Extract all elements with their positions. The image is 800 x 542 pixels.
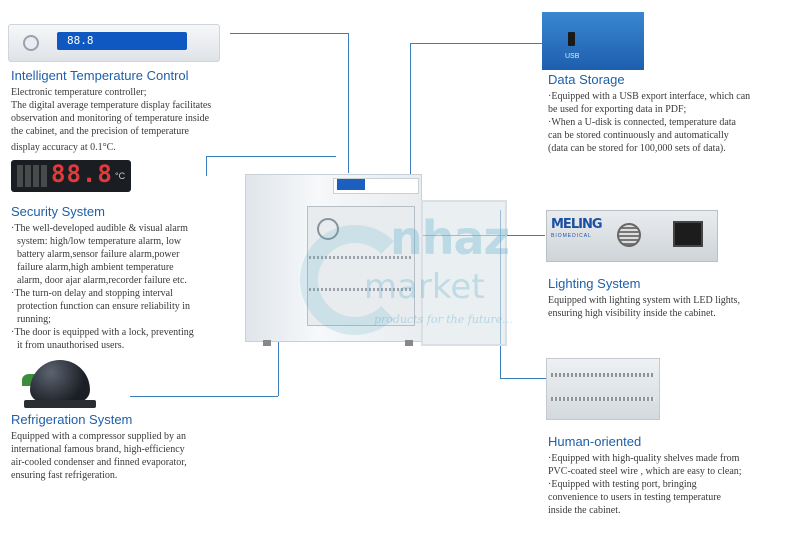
display-unit: °C	[115, 171, 126, 181]
foot	[263, 340, 271, 346]
top-display	[337, 179, 365, 190]
text-line: ensuring fast refrigeration.	[11, 470, 118, 481]
lighting-panel-image: MELING BIOMEDICAL	[546, 210, 718, 262]
text-line: Electronic temperature controller;	[11, 87, 147, 98]
keypad-icon	[17, 165, 47, 187]
text-line: Equipped with a compressor supplied by a…	[11, 431, 186, 442]
brand-logo: MELING	[551, 217, 602, 232]
text-line: ·Equipped with high-quality shelves made…	[548, 453, 740, 464]
section-body: Equipped with a compressor supplied by a…	[11, 430, 231, 482]
text-line: battery alarm,sensor failure alarm,power	[17, 249, 180, 260]
text-line: display accuracy at 0.1°C.	[11, 142, 116, 153]
section-data-storage: Data Storage ·Equipped with a USB export…	[548, 72, 793, 155]
compressor-image	[22, 352, 97, 412]
controller-panel-image: 88.8	[8, 24, 220, 62]
display-number: 88.8	[51, 160, 113, 188]
switch-icon	[673, 221, 703, 247]
connector-line	[500, 378, 546, 379]
interior-shelves-image	[546, 358, 660, 420]
text-line: system: high/low temperature alarm, low	[17, 236, 182, 247]
shelf	[551, 397, 655, 401]
text-line: air-cooled condenser and finned evaporat…	[11, 457, 187, 468]
text-line: protection function can ensure reliabili…	[17, 301, 190, 312]
connector-line	[410, 43, 411, 176]
section-human-oriented: Human-oriented ·Equipped with high-quali…	[548, 434, 793, 517]
connector-line	[348, 33, 349, 173]
usb-port-image: USB	[542, 12, 644, 70]
section-refrigeration: Refrigeration System Equipped with a com…	[11, 412, 231, 482]
connector-line	[278, 310, 279, 396]
knob-icon	[23, 35, 39, 51]
text-line: failure alarm,high ambient temperature	[17, 262, 174, 273]
compressor-body	[30, 360, 90, 402]
connector-line	[230, 33, 348, 34]
section-title: Human-oriented	[548, 434, 642, 449]
section-title: Data Storage	[548, 72, 625, 87]
controller-digits: 88.8	[67, 34, 94, 47]
section-body: Electronic temperature controller; The d…	[11, 86, 241, 154]
connector-line	[206, 156, 207, 176]
text-line: ·The door is equipped with a lock, preve…	[11, 327, 194, 338]
text-line: international famous brand, high-efficie…	[11, 444, 185, 455]
compressor-base	[24, 400, 96, 408]
digital-display-image: 88.8 °C	[11, 160, 131, 192]
section-security: Security System ·The well-developed audi…	[11, 204, 231, 352]
brand-sublogo: BIOMEDICAL	[551, 233, 592, 239]
text-line: ensuring high visibility inside the cabi…	[548, 308, 716, 319]
section-title: Security System	[11, 204, 105, 219]
text-line: ·The turn-on delay and stopping interval	[11, 288, 173, 299]
text-line: alarm, door ajar alarm,recorder failure …	[17, 275, 187, 286]
shelf	[309, 288, 411, 291]
section-body: ·Equipped with high-quality shelves made…	[548, 452, 793, 517]
text-line: can be stored continuously and automatic…	[548, 130, 729, 141]
fan-icon	[317, 218, 339, 240]
text-line: observation and monitoring of temperatur…	[11, 113, 210, 124]
text-line: ·When a U-disk is connected, temperature…	[548, 117, 736, 128]
usb-icon	[568, 32, 575, 46]
section-body: Equipped with lighting system with LED l…	[548, 294, 793, 320]
text-line: the cabinet, and the precision of temper…	[11, 126, 189, 137]
text-line: Equipped with lighting system with LED l…	[548, 295, 740, 306]
section-body: ·The well-developed audible & visual ala…	[11, 222, 231, 352]
connector-line	[130, 396, 278, 397]
usb-label: USB	[565, 53, 580, 60]
section-title: Refrigeration System	[11, 412, 133, 427]
controller-display: 88.8	[57, 32, 187, 50]
text-line: (data can be stored for 100,000 sets of …	[548, 143, 726, 154]
connector-line	[410, 43, 545, 44]
text-line: convenience to users in testing temperat…	[548, 492, 721, 503]
section-body: ·Equipped with a USB export interface, w…	[548, 90, 793, 155]
text-line: ·The well-developed audible & visual ala…	[11, 223, 188, 234]
section-lighting: Lighting System Equipped with lighting s…	[548, 276, 793, 320]
text-line: PVC-coated steel wire , which are easy t…	[548, 466, 742, 477]
text-line: ·Equipped with a USB export interface, w…	[548, 91, 751, 102]
foot	[405, 340, 413, 346]
text-line: it from unauthorised users.	[17, 340, 125, 351]
refrigerator-image	[245, 170, 507, 348]
connector-line	[206, 156, 336, 157]
text-line: be used for exporting data in PDF;	[548, 104, 687, 115]
shelf	[309, 256, 411, 259]
section-title: Lighting System	[548, 276, 641, 291]
section-temp-control: Intelligent Temperature Control Electron…	[11, 68, 241, 154]
shelf	[551, 373, 655, 377]
text-line: inside the cabinet.	[548, 505, 621, 516]
vent-icon	[617, 223, 641, 247]
text-line: running;	[17, 314, 51, 325]
glass-door	[421, 200, 507, 346]
section-title: Intelligent Temperature Control	[11, 68, 189, 83]
text-line: ·Equipped with testing port, bringing	[548, 479, 697, 490]
text-line: The digital average temperature display …	[11, 100, 212, 111]
